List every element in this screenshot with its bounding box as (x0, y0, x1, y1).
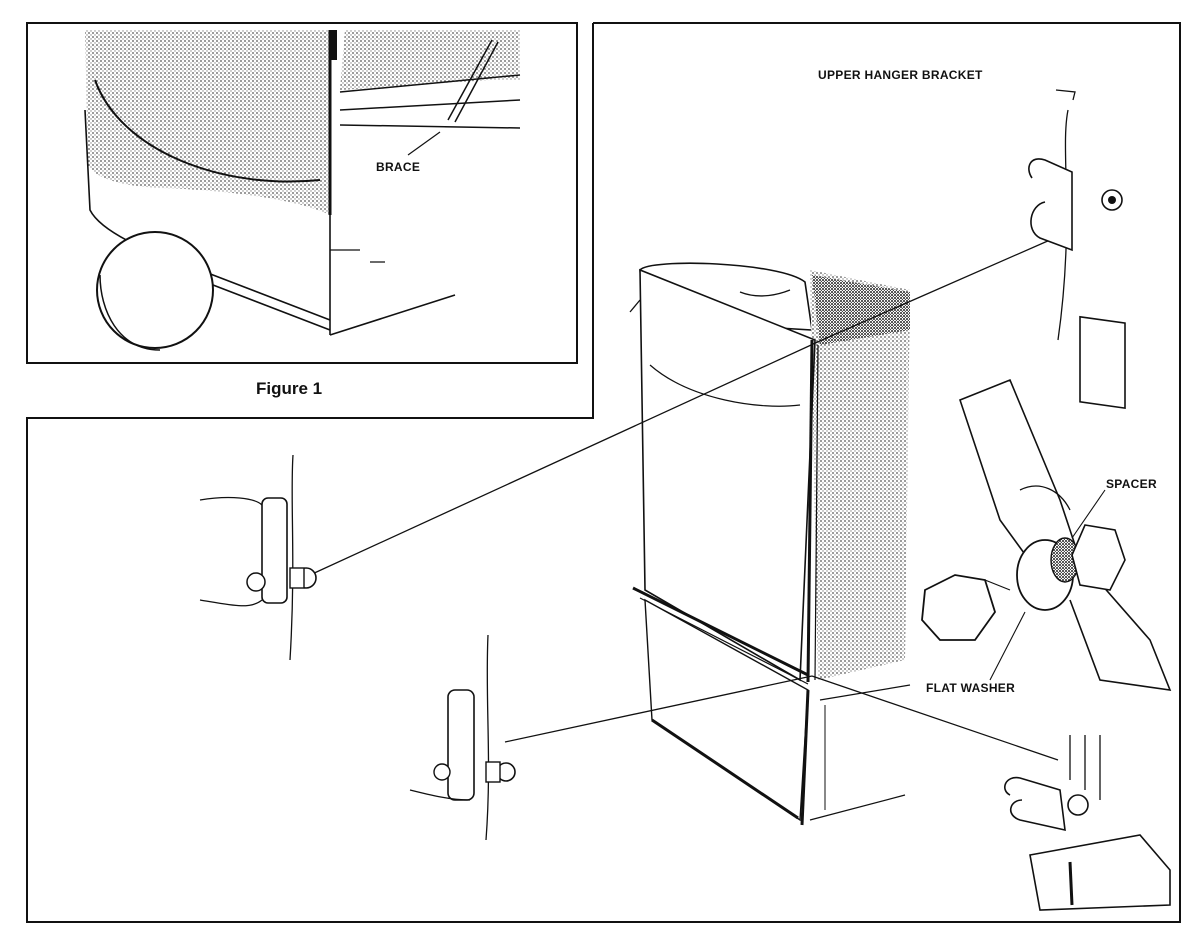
spacer-washer-detail (922, 380, 1170, 690)
brace-label: BRACE (376, 160, 420, 174)
left-lower-hanger-detail (410, 635, 515, 840)
grass-catcher (630, 263, 910, 825)
lower-hanger-bracket-detail (1005, 735, 1170, 910)
upper-hanger-bracket-label: UPPER HANGER BRACKET (818, 68, 983, 82)
left-upper-hanger-detail (200, 455, 316, 660)
flat-washer-label: FLAT WASHER (926, 681, 1015, 695)
spacer-label: SPACER (1106, 477, 1157, 491)
figure-1-inset (27, 23, 577, 363)
upper-hanger-bracket-detail (1029, 110, 1125, 408)
figure-1-caption: Figure 1 (256, 379, 322, 399)
